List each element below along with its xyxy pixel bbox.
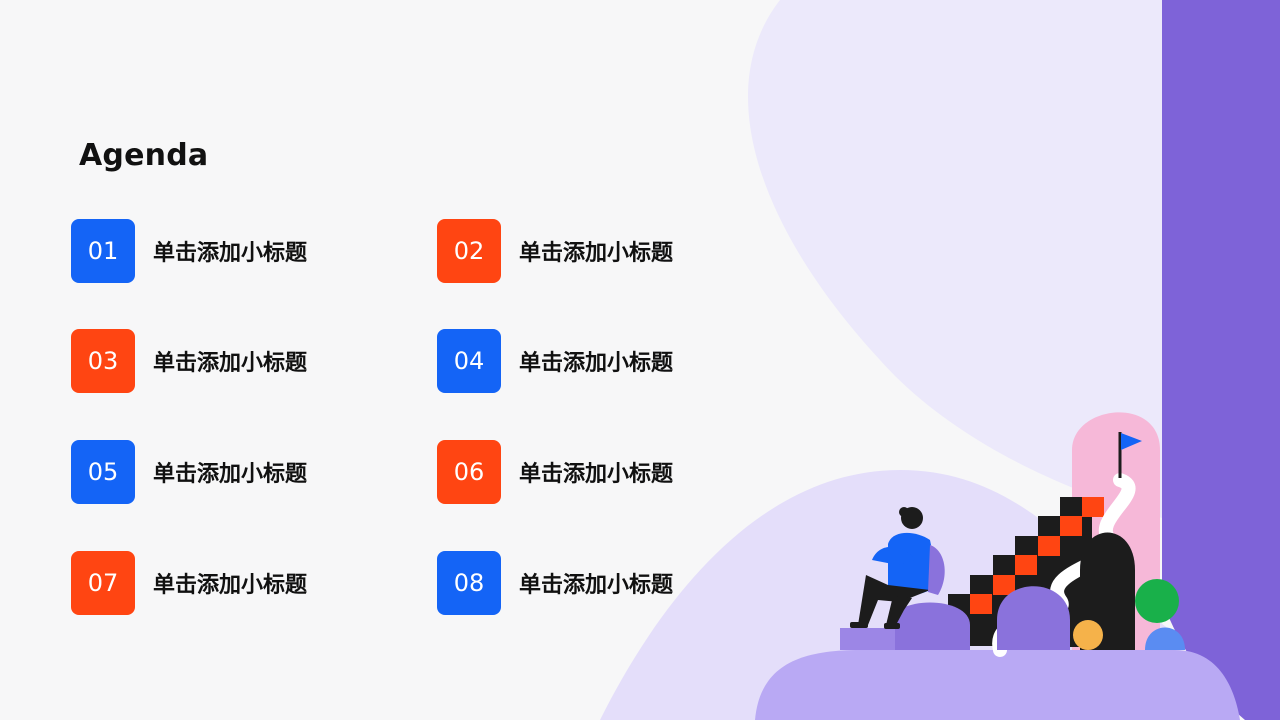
agenda-number-badge: 08	[437, 551, 501, 615]
ground-mound	[755, 650, 1240, 720]
lavender-blob	[748, 0, 1170, 520]
black-arch	[1080, 532, 1135, 650]
sitting-person-illustration	[850, 507, 945, 629]
agenda-item-label[interactable]: 单击添加小标题	[519, 351, 674, 376]
purple-arch-mid	[997, 586, 1070, 650]
agenda-item-label[interactable]: 单击添加小标题	[153, 241, 308, 266]
agenda-item-01[interactable]: 01 单击添加小标题	[71, 219, 307, 283]
agenda-number-badge: 04	[437, 329, 501, 393]
agenda-item-label[interactable]: 单击添加小标题	[519, 241, 674, 266]
agenda-item-07[interactable]: 07 单击添加小标题	[71, 551, 307, 615]
agenda-item-04[interactable]: 04 单击添加小标题	[437, 329, 673, 393]
agenda-item-08[interactable]: 08 单击添加小标题	[437, 551, 673, 615]
agenda-item-03[interactable]: 03 单击添加小标题	[71, 329, 307, 393]
agenda-number-badge: 03	[71, 329, 135, 393]
agenda-number-badge: 07	[71, 551, 135, 615]
agenda-item-label[interactable]: 单击添加小标题	[519, 573, 674, 598]
blue-half-circle	[1145, 627, 1185, 650]
slide-title: Agenda	[79, 138, 209, 173]
green-circle	[1135, 579, 1179, 623]
purple-arch-left	[890, 602, 970, 650]
agenda-number-badge: 02	[437, 219, 501, 283]
agenda-item-label[interactable]: 单击添加小标题	[153, 462, 308, 487]
agenda-number-badge: 01	[71, 219, 135, 283]
agenda-item-02[interactable]: 02 单击添加小标题	[437, 219, 673, 283]
agenda-item-label[interactable]: 单击添加小标题	[153, 351, 308, 376]
red-steps	[970, 497, 1104, 614]
agenda-number-badge: 05	[71, 440, 135, 504]
agenda-item-06[interactable]: 06 单击添加小标题	[437, 440, 673, 504]
flag-icon	[1121, 433, 1142, 450]
purple-column	[1162, 0, 1280, 720]
agenda-number-badge: 06	[437, 440, 501, 504]
yellow-circle	[1073, 620, 1103, 650]
agenda-item-label[interactable]: 单击添加小标题	[153, 573, 308, 598]
agenda-item-label[interactable]: 单击添加小标题	[519, 462, 674, 487]
purple-step-left	[840, 628, 895, 650]
agenda-item-05[interactable]: 05 单击添加小标题	[71, 440, 307, 504]
